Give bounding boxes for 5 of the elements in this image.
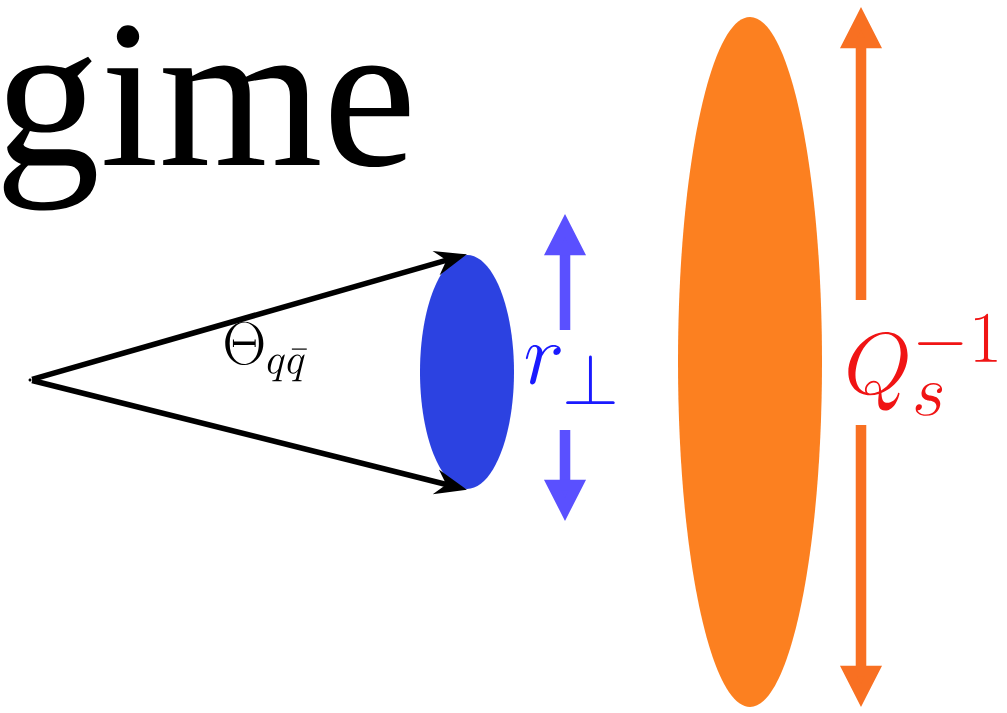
size-label: $r_\perp$ [525, 345, 615, 405]
ellipse [678, 17, 822, 707]
heading-text: gime [3, 25, 410, 211]
angle-label: $\Theta_{q\bar{q}}$ [225, 321, 307, 382]
ellipse [420, 255, 514, 489]
